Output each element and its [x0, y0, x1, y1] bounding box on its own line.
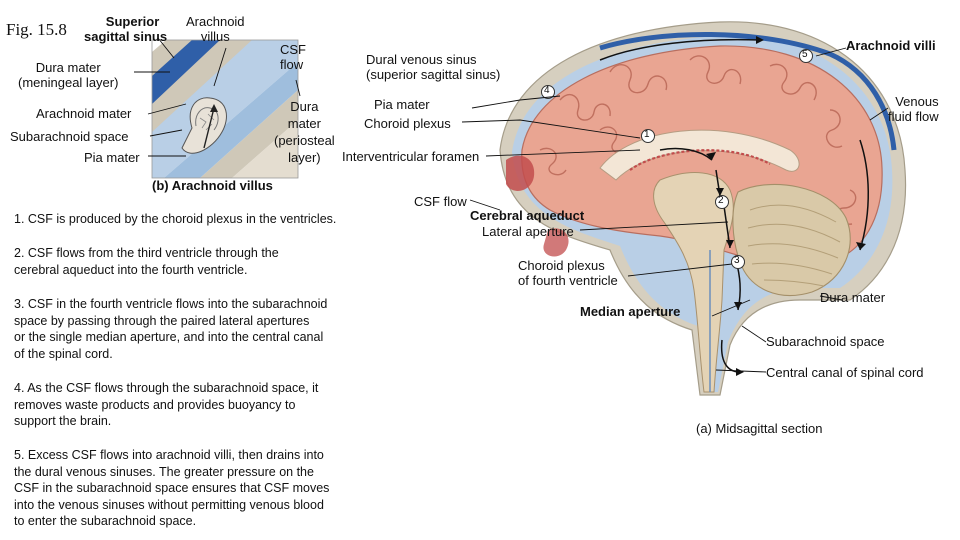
label-lateral-aperture: Lateral aperture: [482, 224, 574, 239]
label-central-canal: Central canal of spinal cord: [766, 365, 924, 380]
step-marker-3: 3: [734, 255, 740, 266]
label-median-aperture: Median aperture: [580, 304, 681, 319]
step-4-text: 4. As the CSF flows through the subarach…: [14, 381, 319, 428]
label-superior-sagittal-sinus: Superior sagittal sinus: [84, 14, 168, 44]
label-choroid-plexus: Choroid plexus: [364, 116, 451, 131]
label-dura-mater: Dura mater: [820, 290, 886, 305]
step-marker-2: 2: [718, 195, 724, 206]
caption-arachnoid-villus: (b) Arachnoid villus: [152, 178, 273, 193]
midsagittal-section-drawing: [499, 21, 907, 396]
label-subarachnoid-space-inset: Subarachnoid space: [10, 129, 129, 144]
label-choroid-plexus-fourth: Choroid plexus of fourth ventricle: [518, 258, 618, 288]
caption-midsagittal-section: (a) Midsagittal section: [696, 421, 823, 436]
label-csf-flow-mid: CSF flow: [414, 194, 467, 209]
label-pia-mater-inset: Pia mater: [84, 150, 140, 165]
step-marker-5: 5: [802, 49, 808, 60]
label-dura-mater-meningeal: Dura mater (meningeal layer): [18, 60, 119, 90]
label-interventricular-foramen: Interventricular foramen: [342, 149, 480, 164]
label-arachnoid-mater: Arachnoid mater: [36, 106, 132, 121]
step-marker-1: 1: [644, 129, 650, 140]
label-arachnoid-villus: Arachnoid villus: [186, 14, 245, 44]
figure-number: Fig. 15.8: [6, 20, 67, 39]
step-2-text: 2. CSF flows from the third ventricle th…: [14, 246, 279, 277]
label-cerebral-aqueduct: Cerebral aqueduct: [470, 208, 585, 223]
label-venous-fluid-flow: Venous fluid flow: [888, 94, 939, 124]
label-dural-venous-sinus: Dural venous sinus (superior sagittal si…: [366, 52, 501, 82]
leader-lines: [134, 37, 889, 373]
label-csf-flow-top: CSF flow: [280, 42, 306, 72]
step-1-text: 1. CSF is produced by the choroid plexus…: [14, 212, 337, 226]
label-subarachnoid-space: Subarachnoid space: [766, 334, 885, 349]
arachnoid-villus-inset: [152, 40, 298, 178]
label-dura-mater-periosteal: Dura mater (periosteal layer): [274, 99, 335, 165]
step-3-text: 3. CSF in the fourth ventricle flows int…: [14, 297, 328, 361]
step-marker-4: 4: [544, 85, 550, 96]
label-pia-mater: Pia mater: [374, 97, 430, 112]
label-arachnoid-villi: Arachnoid villi: [846, 38, 936, 53]
step-5-text: 5. Excess CSF flows into arachnoid villi…: [14, 448, 330, 528]
